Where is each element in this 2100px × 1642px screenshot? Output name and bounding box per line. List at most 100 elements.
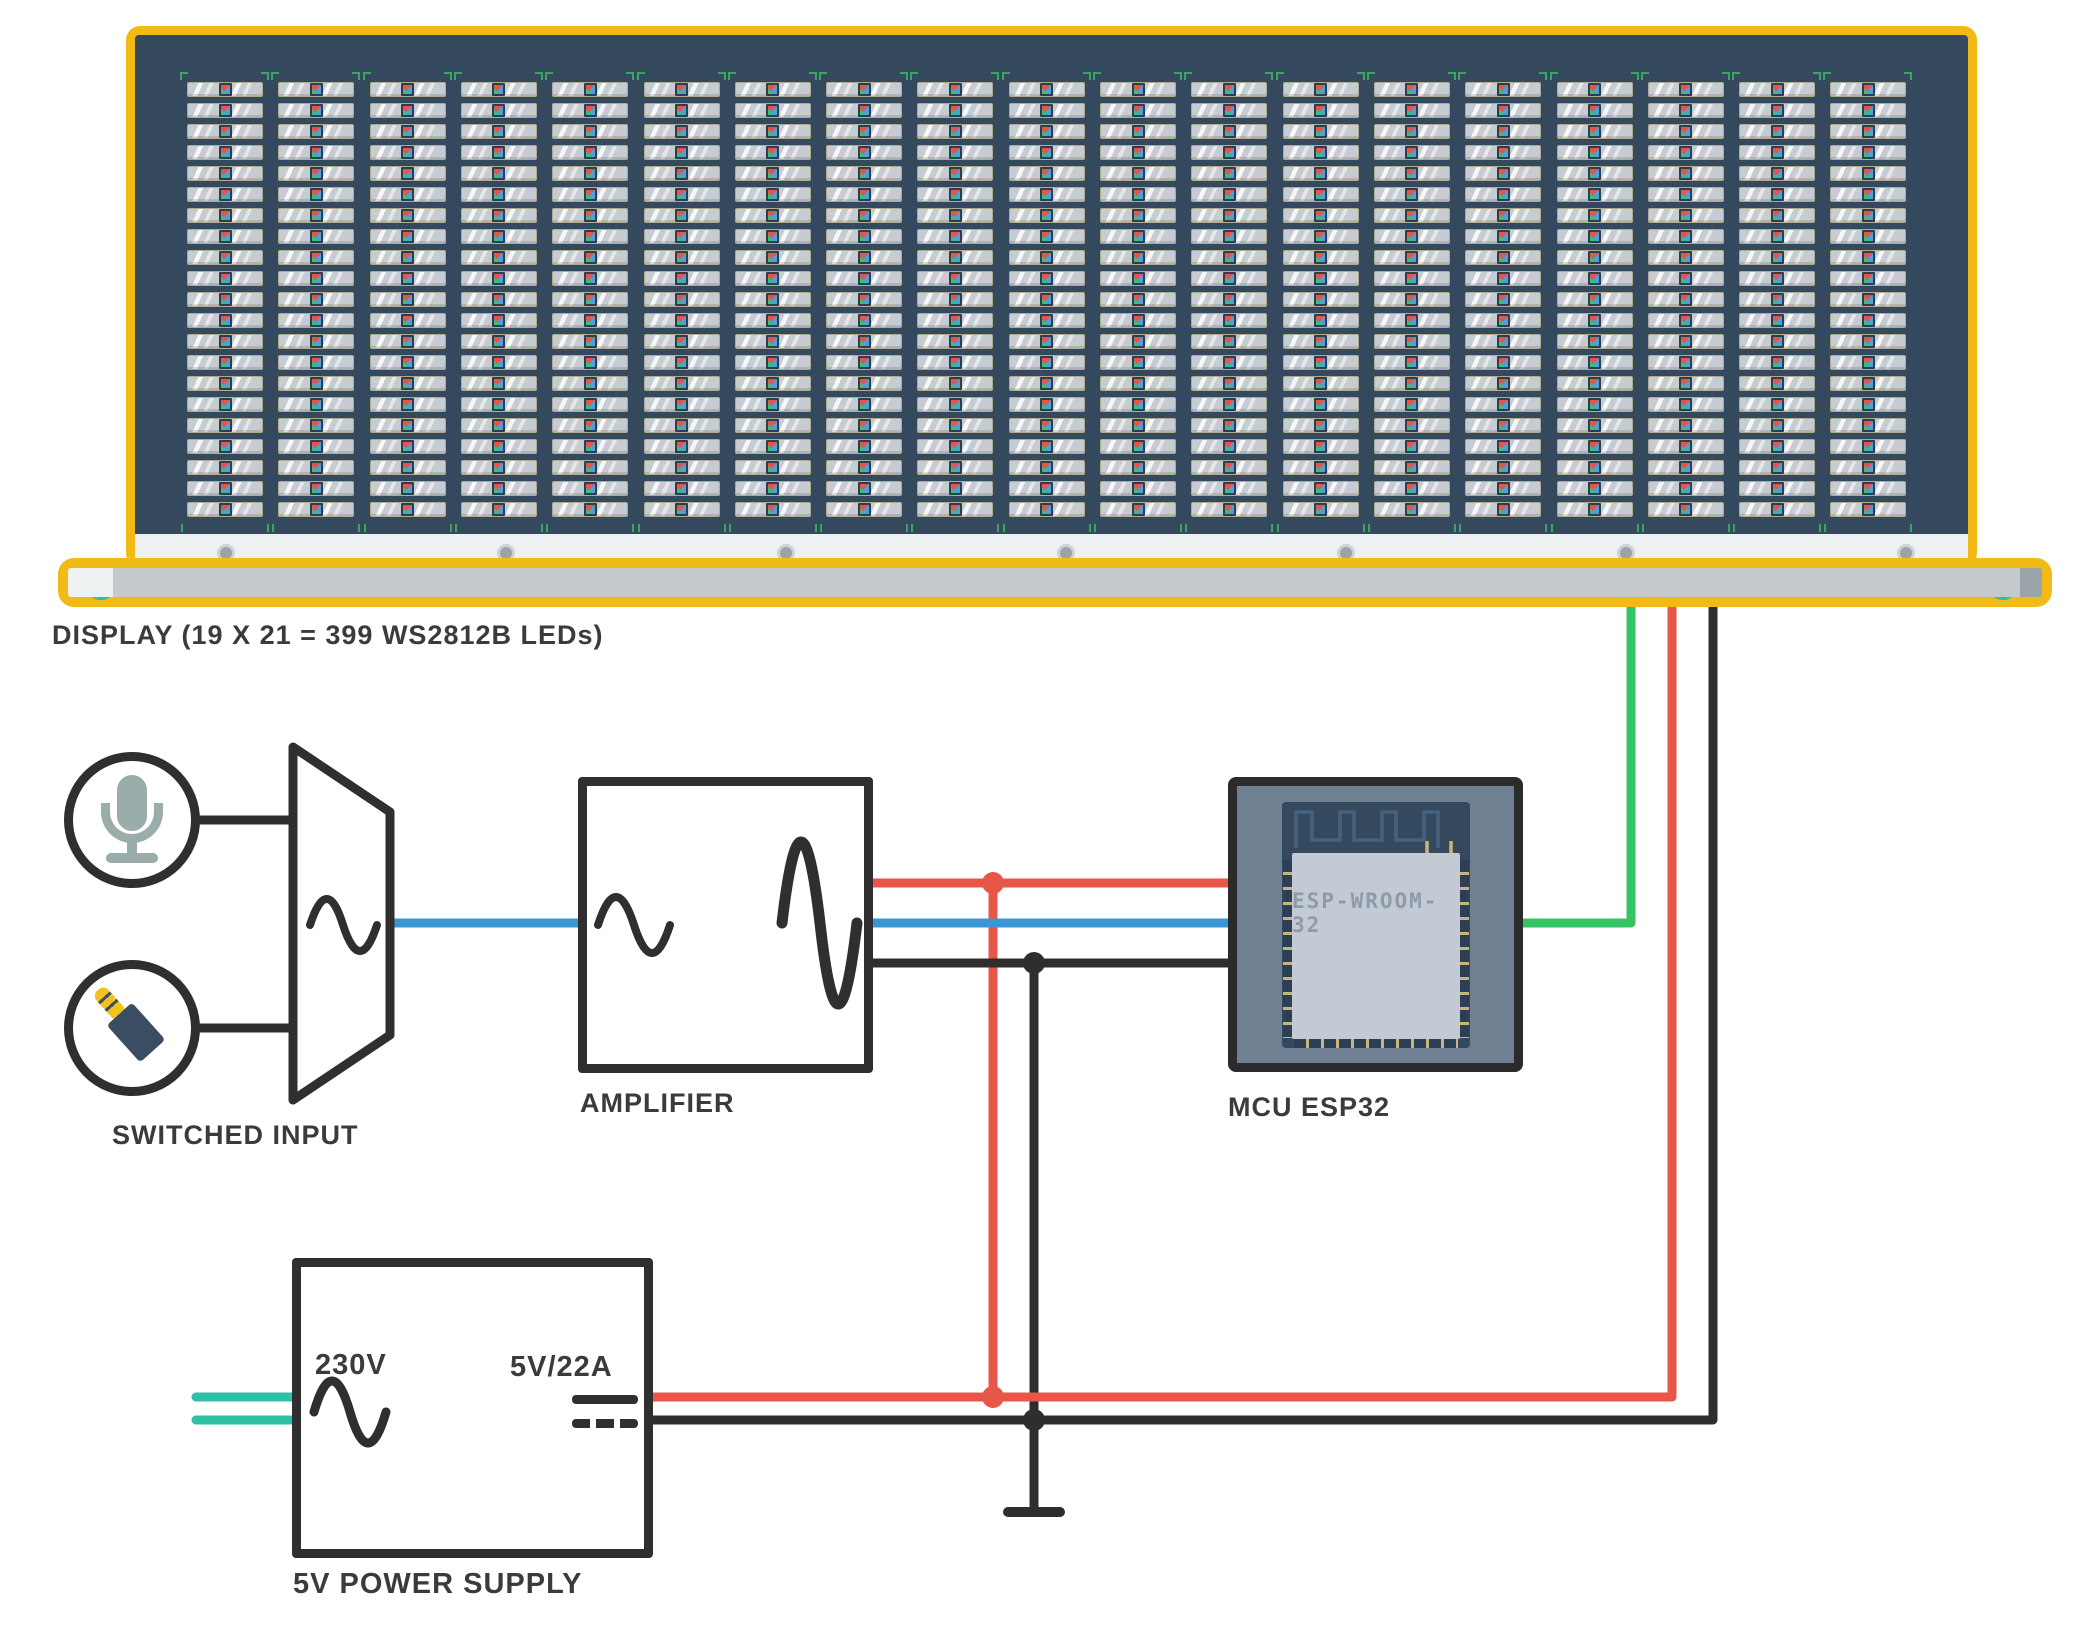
ws2812b-led <box>1739 313 1816 328</box>
led-chip-icon <box>492 419 506 432</box>
led-chip-icon <box>1405 272 1419 285</box>
led-chip-icon <box>1861 146 1875 159</box>
ws2812b-led <box>369 250 446 265</box>
led-chip-icon <box>309 335 323 348</box>
led-chip-icon <box>309 272 323 285</box>
ws2812b-led <box>1830 82 1907 97</box>
ws2812b-led <box>1100 208 1176 223</box>
ws2812b-led <box>552 208 629 223</box>
led-chip-icon <box>1770 125 1784 138</box>
ws2812b-led <box>187 103 263 118</box>
ws2812b-led <box>826 187 903 202</box>
led-chip-icon <box>1405 146 1419 159</box>
led-chip-icon <box>1679 167 1693 180</box>
led-chip-icon <box>1770 146 1784 159</box>
ws2812b-led <box>917 103 994 118</box>
led-chip-icon <box>766 293 780 306</box>
led-chip-icon <box>309 83 323 96</box>
junction-dot-black-top <box>1023 952 1045 974</box>
led-chip-icon <box>1222 314 1236 327</box>
ws2812b-led <box>917 313 994 328</box>
ws2812b-led <box>552 439 629 454</box>
ws2812b-led <box>734 208 811 223</box>
led-chip-icon <box>309 356 323 369</box>
led-chip-icon <box>1040 503 1054 516</box>
led-chip-icon <box>401 398 415 411</box>
ws2812b-led <box>1465 502 1542 517</box>
led-chip-icon <box>583 146 597 159</box>
column-tick-top-right <box>1174 72 1182 80</box>
led-chip-icon <box>1314 482 1328 495</box>
ws2812b-led <box>1647 334 1724 349</box>
led-chip-icon <box>1131 461 1145 474</box>
led-chip-icon <box>1861 398 1875 411</box>
ws2812b-led <box>1647 250 1724 265</box>
led-chip-icon <box>948 356 962 369</box>
ws2812b-led <box>1739 145 1816 160</box>
ws2812b-led <box>369 82 446 97</box>
led-chip-icon <box>1861 314 1875 327</box>
junction-dot-red-bottom <box>982 1386 1004 1408</box>
led-chip-icon <box>1405 503 1419 516</box>
led-chip-icon <box>401 482 415 495</box>
led-chip-icon <box>948 146 962 159</box>
ws2812b-led <box>1465 376 1542 391</box>
led-chip-icon <box>948 83 962 96</box>
led-chip-icon <box>948 251 962 264</box>
led-chip-icon <box>1679 230 1693 243</box>
led-chip-icon <box>1222 482 1236 495</box>
led-chip-icon <box>309 419 323 432</box>
ws2812b-led <box>187 334 263 349</box>
led-chip-icon <box>1040 104 1054 117</box>
ws2812b-led <box>1373 271 1450 286</box>
led-chip-icon <box>1588 503 1601 516</box>
led-chip-icon <box>1496 419 1510 432</box>
ground-wire-display <box>653 600 1718 1425</box>
ws2812b-led <box>734 124 811 139</box>
ws2812b-led <box>1373 229 1450 244</box>
led-chip-icon <box>309 167 323 180</box>
led-chip-icon <box>1314 209 1328 222</box>
led-chip-icon <box>1040 83 1054 96</box>
led-chip-icon <box>857 377 871 390</box>
led-chip-icon <box>1222 503 1236 516</box>
ws2812b-led <box>1100 103 1176 118</box>
ws2812b-led <box>369 292 446 307</box>
ws2812b-led <box>734 187 811 202</box>
ws2812b-led <box>1739 397 1816 412</box>
column-tick-top-left <box>1732 72 1741 80</box>
ws2812b-led <box>369 271 446 286</box>
column-tick-bottom-right <box>1545 524 1548 532</box>
ws2812b-led <box>1556 439 1633 454</box>
column-tick-bottom-right <box>358 524 361 532</box>
led-chip-icon <box>1131 293 1145 306</box>
led-chip-icon <box>218 272 232 285</box>
ws2812b-led <box>917 439 994 454</box>
ws2812b-led <box>1100 418 1176 433</box>
led-chip-icon <box>218 146 232 159</box>
ws2812b-led <box>643 460 720 475</box>
mcu-box: ESP-WROOM-32 <box>1228 777 1523 1072</box>
ws2812b-led <box>1830 397 1907 412</box>
ws2812b-led <box>552 481 629 496</box>
led-chip-icon <box>1040 272 1054 285</box>
led-chip-icon <box>1679 125 1693 138</box>
column-tick-bottom-right <box>723 524 726 532</box>
column-tick-bottom-left <box>363 524 366 532</box>
ws2812b-led <box>1008 208 1085 223</box>
led-chip-icon <box>948 188 962 201</box>
psu-output-rating: 5V/22A <box>510 1351 613 1383</box>
led-chip-icon <box>1679 209 1693 222</box>
column-tick-bottom-right <box>906 524 909 532</box>
ws2812b-led <box>1647 355 1724 370</box>
led-chip-icon <box>1222 125 1236 138</box>
ws2812b-led <box>643 292 720 307</box>
column-tick-top-right <box>352 72 361 80</box>
led-chip-icon <box>1496 482 1510 495</box>
ws2812b-led <box>643 334 720 349</box>
ws2812b-led <box>278 82 355 97</box>
led-chip-icon <box>675 272 688 285</box>
ws2812b-led <box>552 250 629 265</box>
led-chip-icon <box>1131 188 1145 201</box>
ws2812b-led <box>187 250 263 265</box>
